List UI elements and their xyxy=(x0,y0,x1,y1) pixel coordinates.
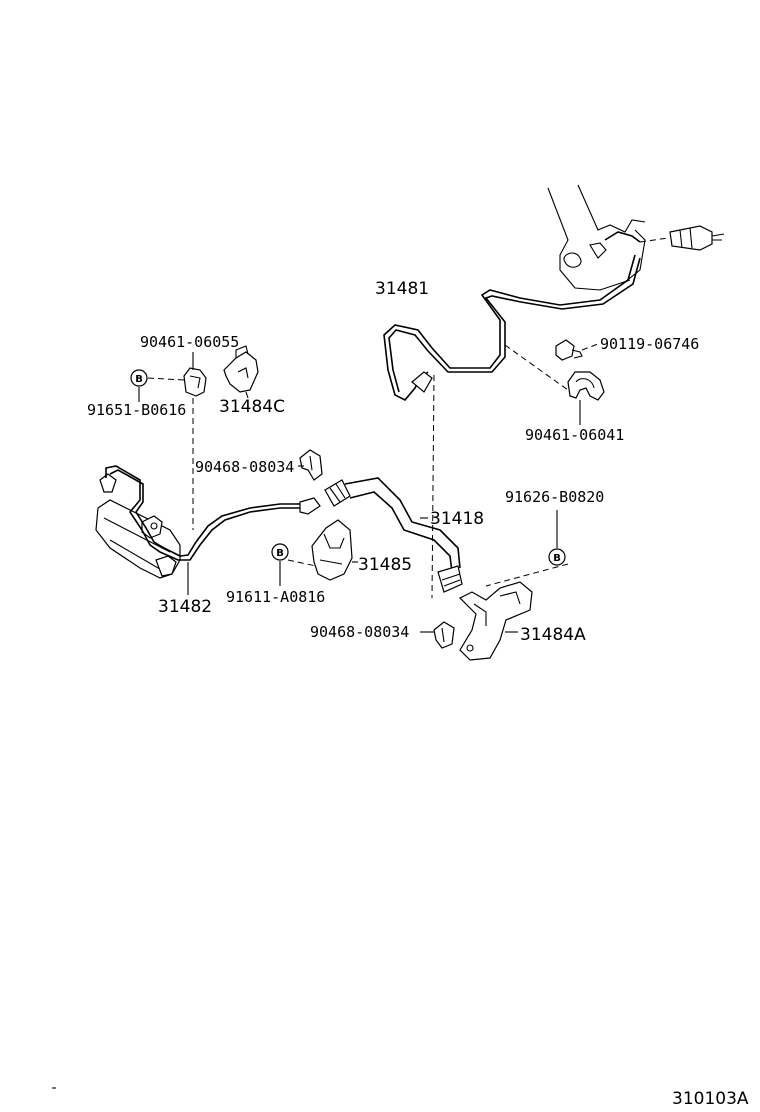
label-31484C: 31484C xyxy=(219,397,285,417)
label-31418: 31418 xyxy=(430,509,484,529)
leader-90119 xyxy=(581,343,599,351)
label-31485: 31485 xyxy=(358,555,412,575)
leader-clamp-upper xyxy=(504,344,569,391)
clip-90468-08034-upper xyxy=(299,449,323,481)
hose-31418 xyxy=(324,477,463,593)
leader-31484C xyxy=(245,391,249,399)
label-31481: 31481 xyxy=(375,279,429,299)
label-91626-B0820: 91626-B0820 xyxy=(505,488,604,506)
label-90461-06041: 90461-06041 xyxy=(525,426,624,444)
leader-bolt-91611 xyxy=(287,559,317,567)
bolt-90119-06746 xyxy=(555,339,583,361)
master-cylinder-left xyxy=(95,473,181,579)
bolt-marker-label: B xyxy=(553,553,561,564)
bolt-marker-91611: B xyxy=(271,543,289,561)
label-90468-08034-lower: 90468-08034 xyxy=(310,623,409,641)
clutch-assembly-top-right xyxy=(547,184,725,291)
bracket-31485 xyxy=(311,519,353,581)
label-91651-B0616: 91651-B0616 xyxy=(87,401,186,419)
leader-bolt-91626 xyxy=(485,563,569,587)
pipe-31481 xyxy=(383,254,641,401)
label-90461-06055: 90461-06055 xyxy=(140,333,239,351)
label-90468-08034-upper: 90468-08034 xyxy=(195,458,294,476)
bracket-31484A xyxy=(458,581,533,661)
bolt-marker-label: B xyxy=(135,374,143,385)
clamp-90461-06041 xyxy=(567,371,605,401)
label-91611-A0816: 91611-A0816 xyxy=(226,588,325,606)
label-31482: 31482 xyxy=(158,597,212,617)
clip-90468-08034-lower xyxy=(433,621,455,649)
label-31484A: 31484A xyxy=(520,625,586,645)
leader-bolt-91651 xyxy=(147,377,185,381)
catalog-code: 310103A xyxy=(672,1089,749,1109)
label-90119-06746: 90119-06746 xyxy=(600,335,699,353)
bolt-marker-91651: B xyxy=(130,369,148,387)
leader-hose-vertical xyxy=(431,374,435,599)
pipe-31482 xyxy=(105,465,321,561)
clip-31484C xyxy=(223,345,259,393)
clip-90461-06055 xyxy=(183,367,207,397)
bolt-marker-91626: B xyxy=(548,548,566,566)
bolt-marker-label: B xyxy=(276,548,284,559)
